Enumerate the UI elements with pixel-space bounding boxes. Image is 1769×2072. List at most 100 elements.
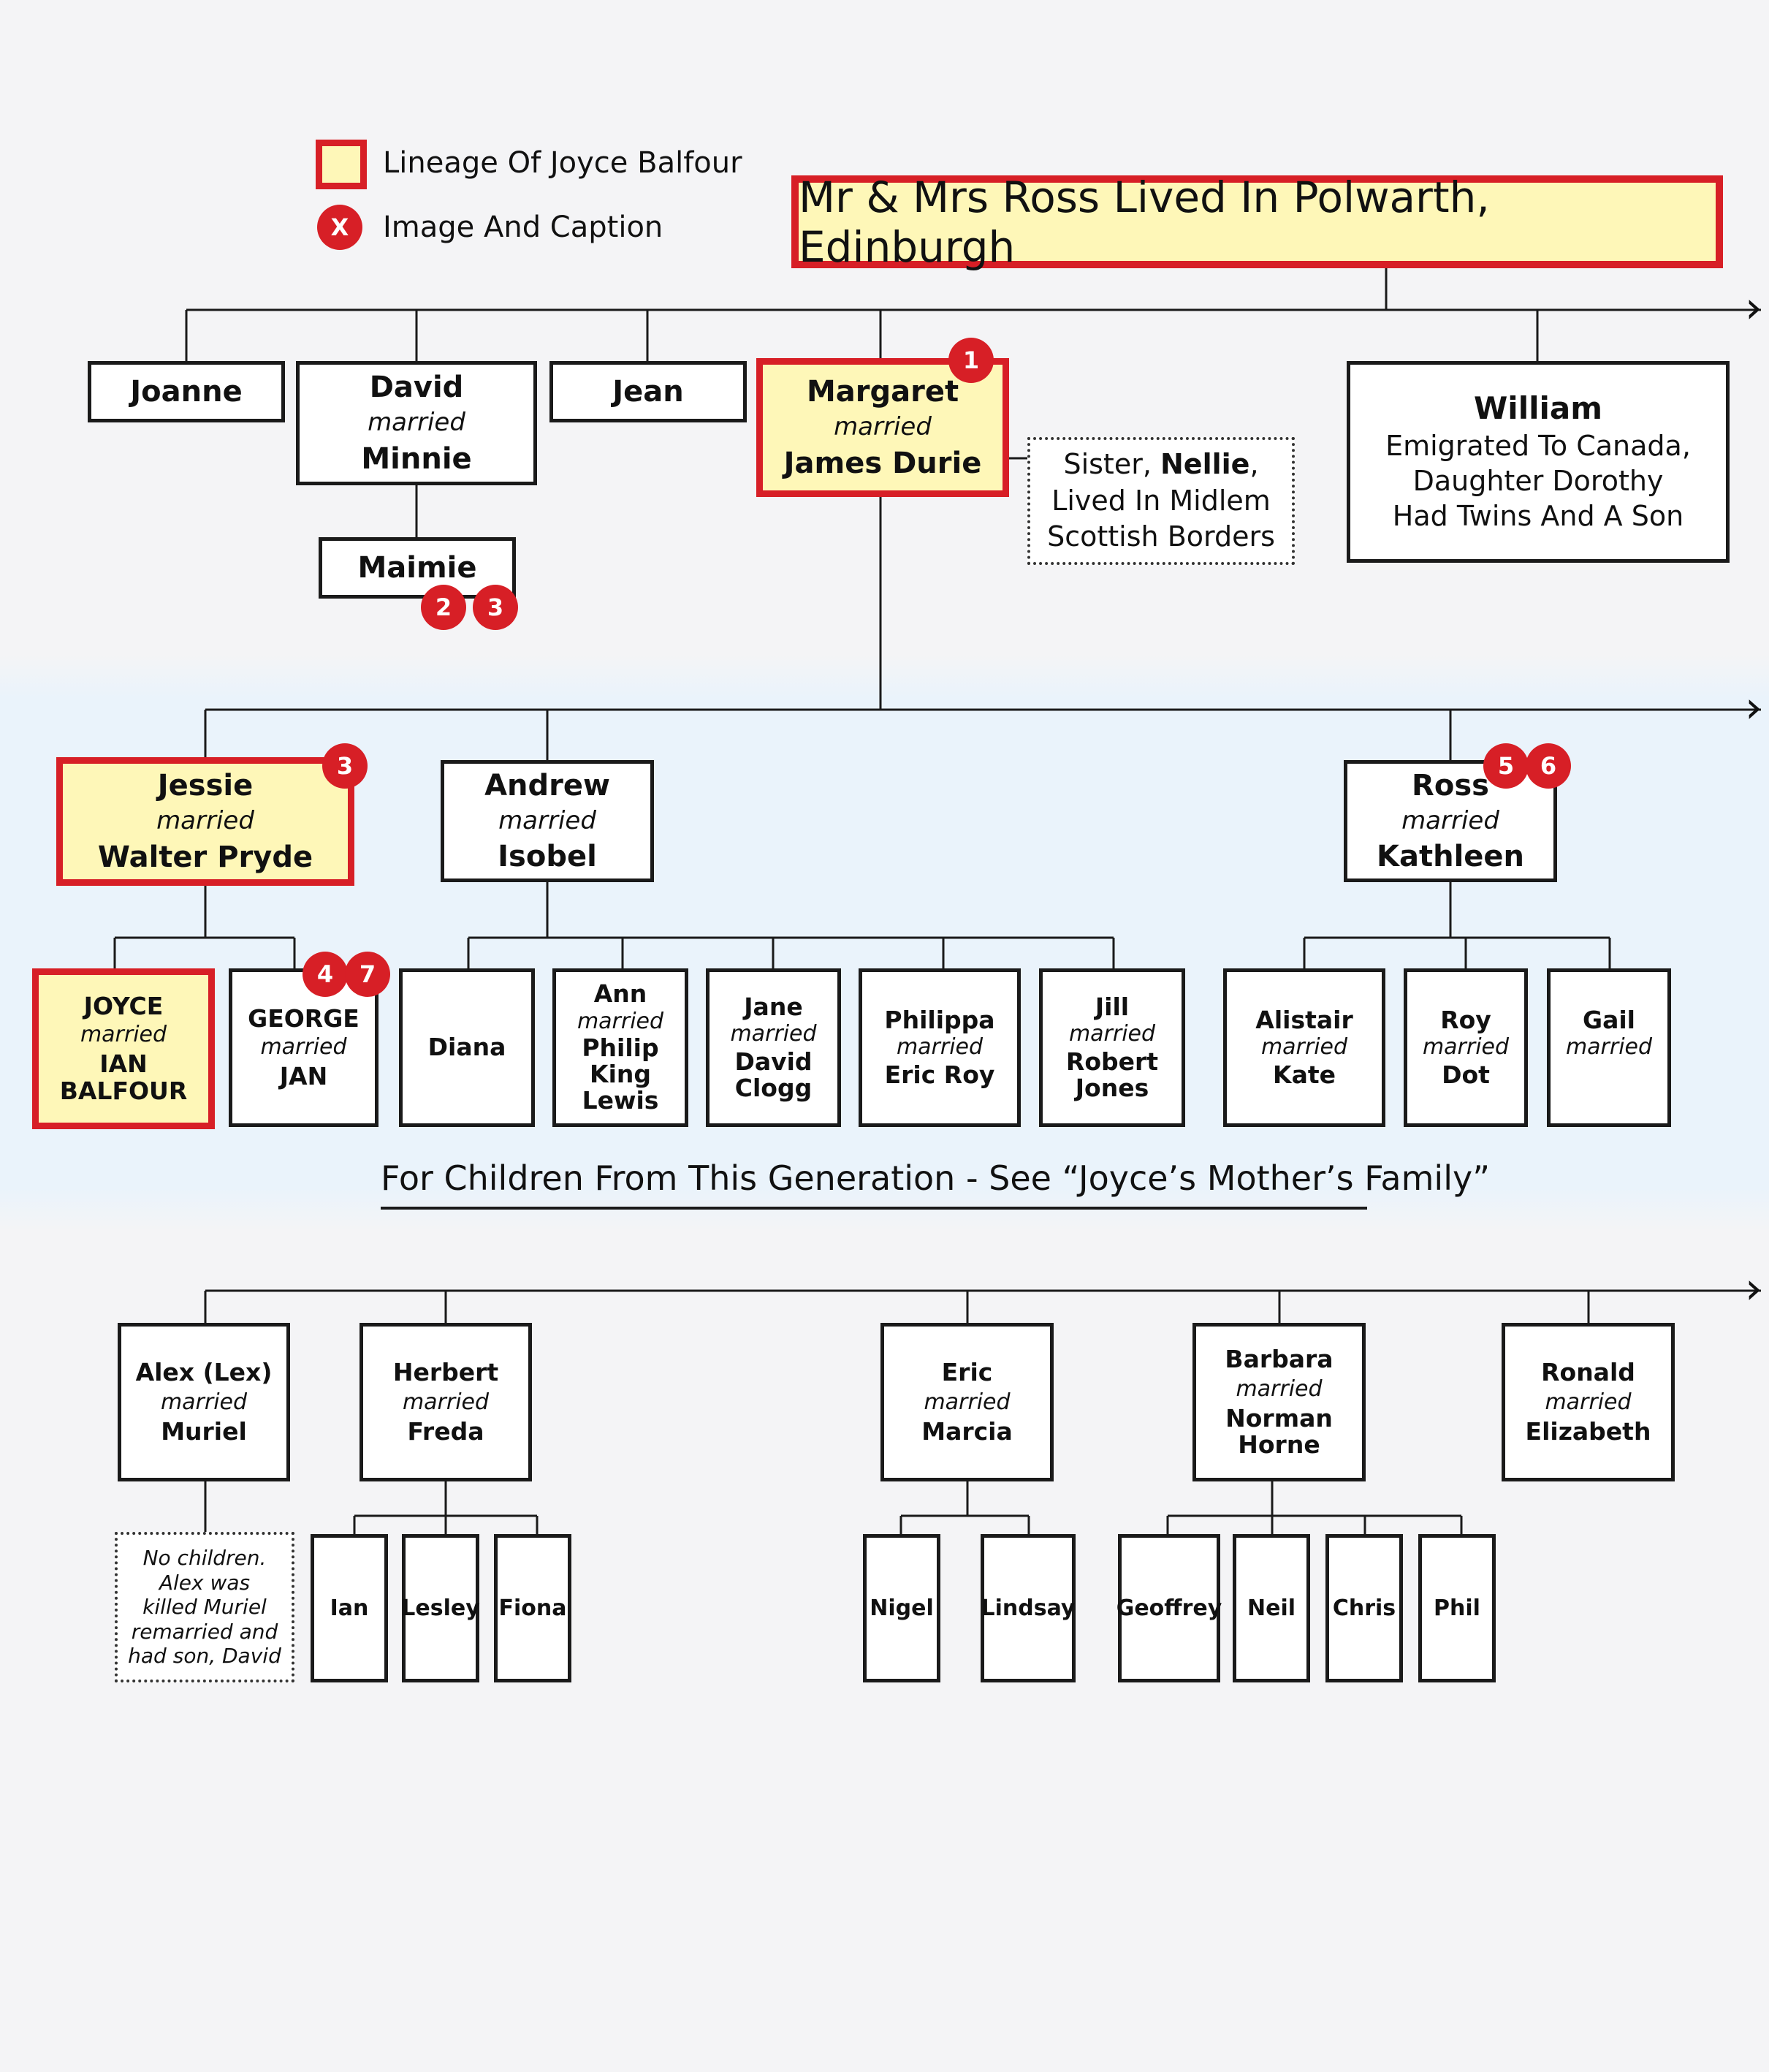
spouse-name: Kathleen xyxy=(1376,840,1525,874)
image-badge-3[interactable]: 3 xyxy=(473,585,518,630)
spouse-name: BALFOUR xyxy=(59,1076,188,1105)
couple-eric-marcia: Eric married Marcia xyxy=(880,1323,1054,1481)
note-line: Sister, Nellie, xyxy=(1063,449,1258,480)
person-name: Jill xyxy=(1095,992,1130,1021)
spouse-name: Norman xyxy=(1225,1403,1333,1432)
spouse-name: James Durie xyxy=(783,446,982,480)
person-name: Maimie xyxy=(357,551,477,585)
person-geoffrey: Geoffrey xyxy=(1116,1534,1222,1682)
person-name: Margaret xyxy=(806,375,959,409)
generation-note: For Children From This Generation - See … xyxy=(381,1158,1491,1198)
person-name: GEORGE xyxy=(248,1003,359,1033)
married-label: married xyxy=(498,805,596,835)
image-badge-2[interactable]: 2 xyxy=(421,585,466,630)
image-badge-3[interactable]: 3 xyxy=(322,743,368,789)
note-sister-nellie: Sister, Nellie, Lived In Midlem Scottish… xyxy=(1027,437,1295,565)
spouse-name: Minnie xyxy=(361,441,472,476)
person-name: Chris xyxy=(1332,1595,1396,1621)
couple-barbara-norman-horne: Barbara married Norman Horne xyxy=(1192,1323,1366,1481)
married-label: married xyxy=(1565,1034,1653,1060)
legend-image-label: Image And Caption xyxy=(383,210,663,244)
person-name: Jane xyxy=(744,992,803,1021)
note-line: No children. xyxy=(142,1546,267,1571)
person-name: Ross xyxy=(1412,768,1489,802)
married-label: married xyxy=(368,408,465,438)
person-name: Gail xyxy=(1583,1006,1635,1034)
note-text: Sister, xyxy=(1063,447,1160,480)
note-line: remarried and xyxy=(131,1619,278,1644)
image-badge-7[interactable]: 7 xyxy=(345,952,390,997)
person-name: Ronald xyxy=(1541,1357,1635,1386)
spouse-name: Clogg xyxy=(734,1074,813,1103)
image-badge-1[interactable]: 1 xyxy=(948,338,994,383)
person-name: JOYCE xyxy=(83,992,164,1021)
note-line: Lived In Midlem xyxy=(1051,484,1271,517)
person-name: David xyxy=(369,371,464,405)
image-badge-5[interactable]: 5 xyxy=(1483,743,1529,789)
spouse-name: JAN xyxy=(279,1062,328,1090)
person-lindsay: Lindsay xyxy=(981,1534,1076,1682)
spouse-name: IAN xyxy=(99,1050,148,1079)
person-gail: Gail married xyxy=(1547,968,1671,1127)
couple-roy-dot: Roy married Dot xyxy=(1404,968,1528,1127)
continuation-arrow: › xyxy=(1745,682,1762,733)
married-label: married xyxy=(1422,1034,1510,1060)
spouse-name: Robert xyxy=(1065,1047,1159,1076)
spouse-name: Marcia xyxy=(921,1417,1013,1446)
person-name: Neil xyxy=(1247,1595,1296,1621)
spouse-name: Kate xyxy=(1273,1060,1336,1089)
person-name: Joanne xyxy=(130,375,243,409)
legend-image-badge: X xyxy=(317,205,362,250)
married-label: married xyxy=(260,1034,347,1060)
person-name: William xyxy=(1473,390,1603,427)
person-name: Barbara xyxy=(1225,1344,1334,1373)
person-lesley: Lesley xyxy=(401,1534,480,1682)
married-label: married xyxy=(896,1034,984,1060)
note-line: had son, David xyxy=(128,1644,281,1669)
couple-alistair-kate: Alistair married Kate xyxy=(1223,968,1385,1127)
spouse-name: King xyxy=(590,1060,651,1088)
married-label: married xyxy=(402,1389,490,1415)
couple-herbert-freda: Herbert married Freda xyxy=(359,1323,532,1481)
legend-lineage-swatch xyxy=(316,140,367,189)
spouse-name: Jones xyxy=(1075,1074,1149,1103)
married-label: married xyxy=(1401,805,1499,835)
couple-joyce-ian-balfour: JOYCE married IAN BALFOUR xyxy=(32,968,215,1129)
spouse-name: Isobel xyxy=(498,840,597,874)
person-phil: Phil xyxy=(1418,1534,1496,1682)
person-ian: Ian xyxy=(311,1534,388,1682)
note-text: , xyxy=(1249,447,1259,480)
person-fiona: Fiona xyxy=(494,1534,571,1682)
spouse-name: Freda xyxy=(407,1417,484,1446)
person-name: Alex (Lex) xyxy=(135,1357,273,1386)
married-label: married xyxy=(924,1389,1011,1415)
image-badge-6[interactable]: 6 xyxy=(1526,743,1571,789)
couple-george-jan: GEORGE married JAN xyxy=(229,968,378,1127)
person-nigel: Nigel xyxy=(863,1534,940,1682)
married-label: married xyxy=(160,1389,248,1415)
married-label: married xyxy=(1260,1034,1348,1060)
spouse-name: Muriel xyxy=(161,1417,247,1446)
image-badge-4[interactable]: 4 xyxy=(303,952,348,997)
couple-ronald-elizabeth: Ronald married Elizabeth xyxy=(1502,1323,1675,1481)
married-label: married xyxy=(80,1022,167,1048)
couple-ann-philip-king-lewis: Ann married Philip King Lewis xyxy=(552,968,688,1127)
person-name: Geoffrey xyxy=(1116,1595,1222,1621)
person-diana: Diana xyxy=(399,968,535,1127)
person-name: Lindsay xyxy=(981,1595,1076,1621)
person-name: Lesley xyxy=(401,1595,480,1621)
person-name: Nigel xyxy=(870,1595,934,1621)
spouse-name: Horne xyxy=(1238,1430,1320,1460)
married-label: married xyxy=(577,1008,664,1034)
spouse-name: Lewis xyxy=(582,1086,659,1115)
person-name: Alistair xyxy=(1255,1005,1353,1034)
spouse-name: Eric Roy xyxy=(884,1060,995,1089)
person-name: Eric xyxy=(941,1357,993,1386)
couple-philippa-eric-roy: Philippa married Eric Roy xyxy=(859,968,1021,1127)
couple-jill-robert-jones: Jill married Robert Jones xyxy=(1039,968,1185,1127)
person-name: Jessie xyxy=(157,769,254,803)
person-name: Phil xyxy=(1434,1595,1480,1621)
married-label: married xyxy=(1545,1389,1632,1415)
page-title: Mr & Mrs Ross Lived In Polwarth, Edinbur… xyxy=(791,172,1723,272)
